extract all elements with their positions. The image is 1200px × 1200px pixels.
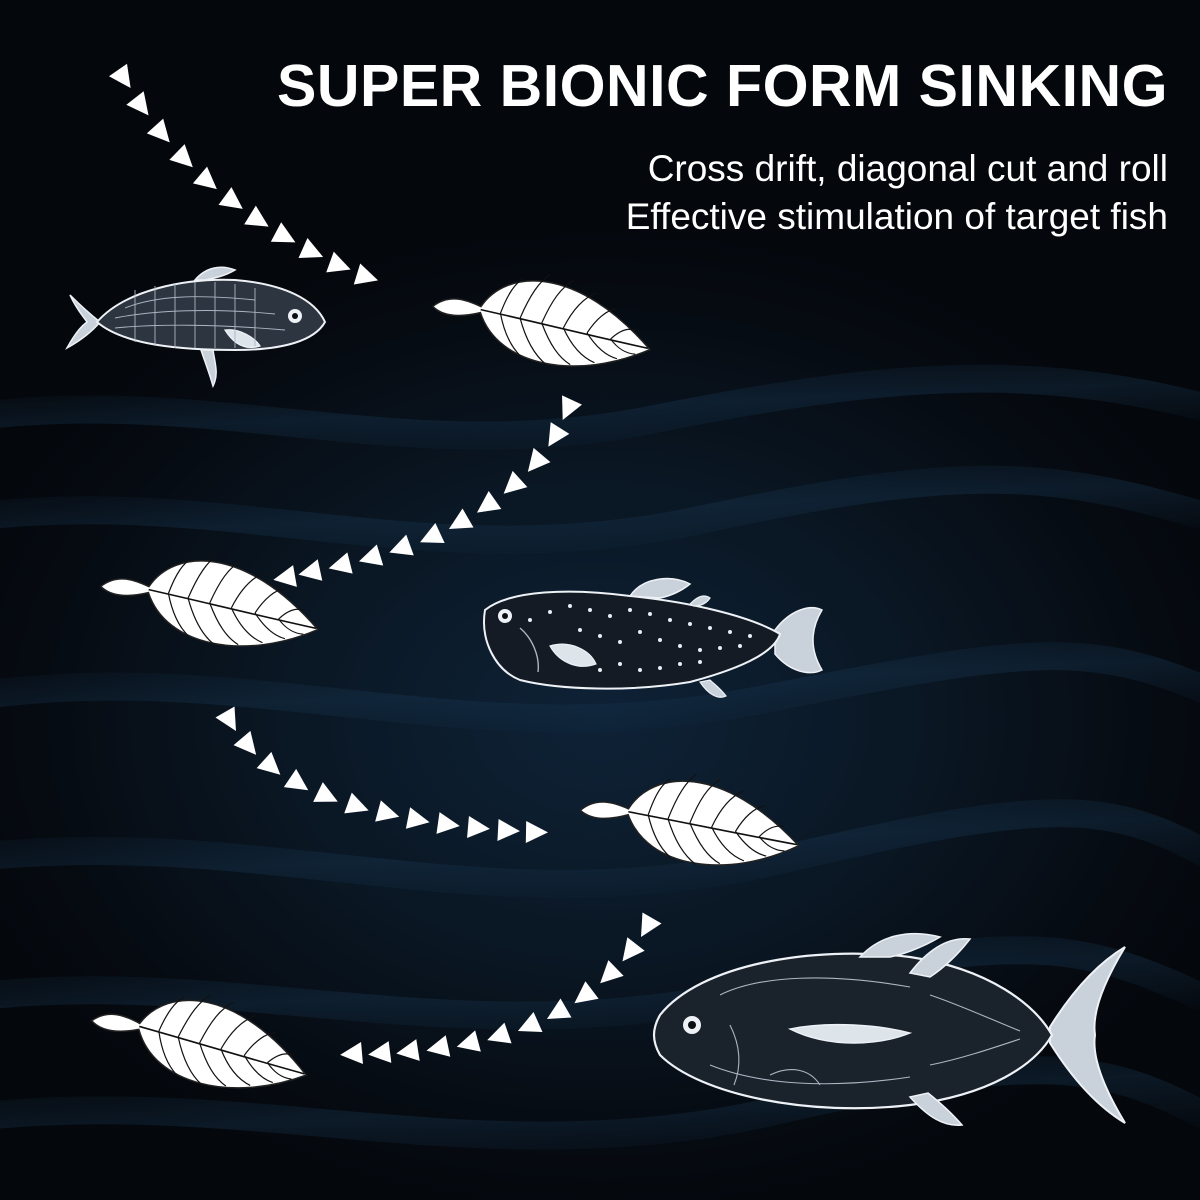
carp-fish-icon: [65, 266, 327, 389]
leaf-2: [95, 543, 325, 655]
subtitle-line-1: Cross drift, diagonal cut and roll: [647, 148, 1168, 189]
leaf-1: [427, 263, 657, 375]
leaf-3: [577, 767, 804, 871]
arrow-path-4: [339, 912, 662, 1066]
trout-fish-icon: [483, 577, 824, 698]
subtitle-line-2: Effective stimulation of target fish: [625, 196, 1168, 237]
headline: SUPER BIONIC FORM SINKING: [277, 53, 1168, 119]
tuna-fish-icon: [652, 932, 1126, 1126]
